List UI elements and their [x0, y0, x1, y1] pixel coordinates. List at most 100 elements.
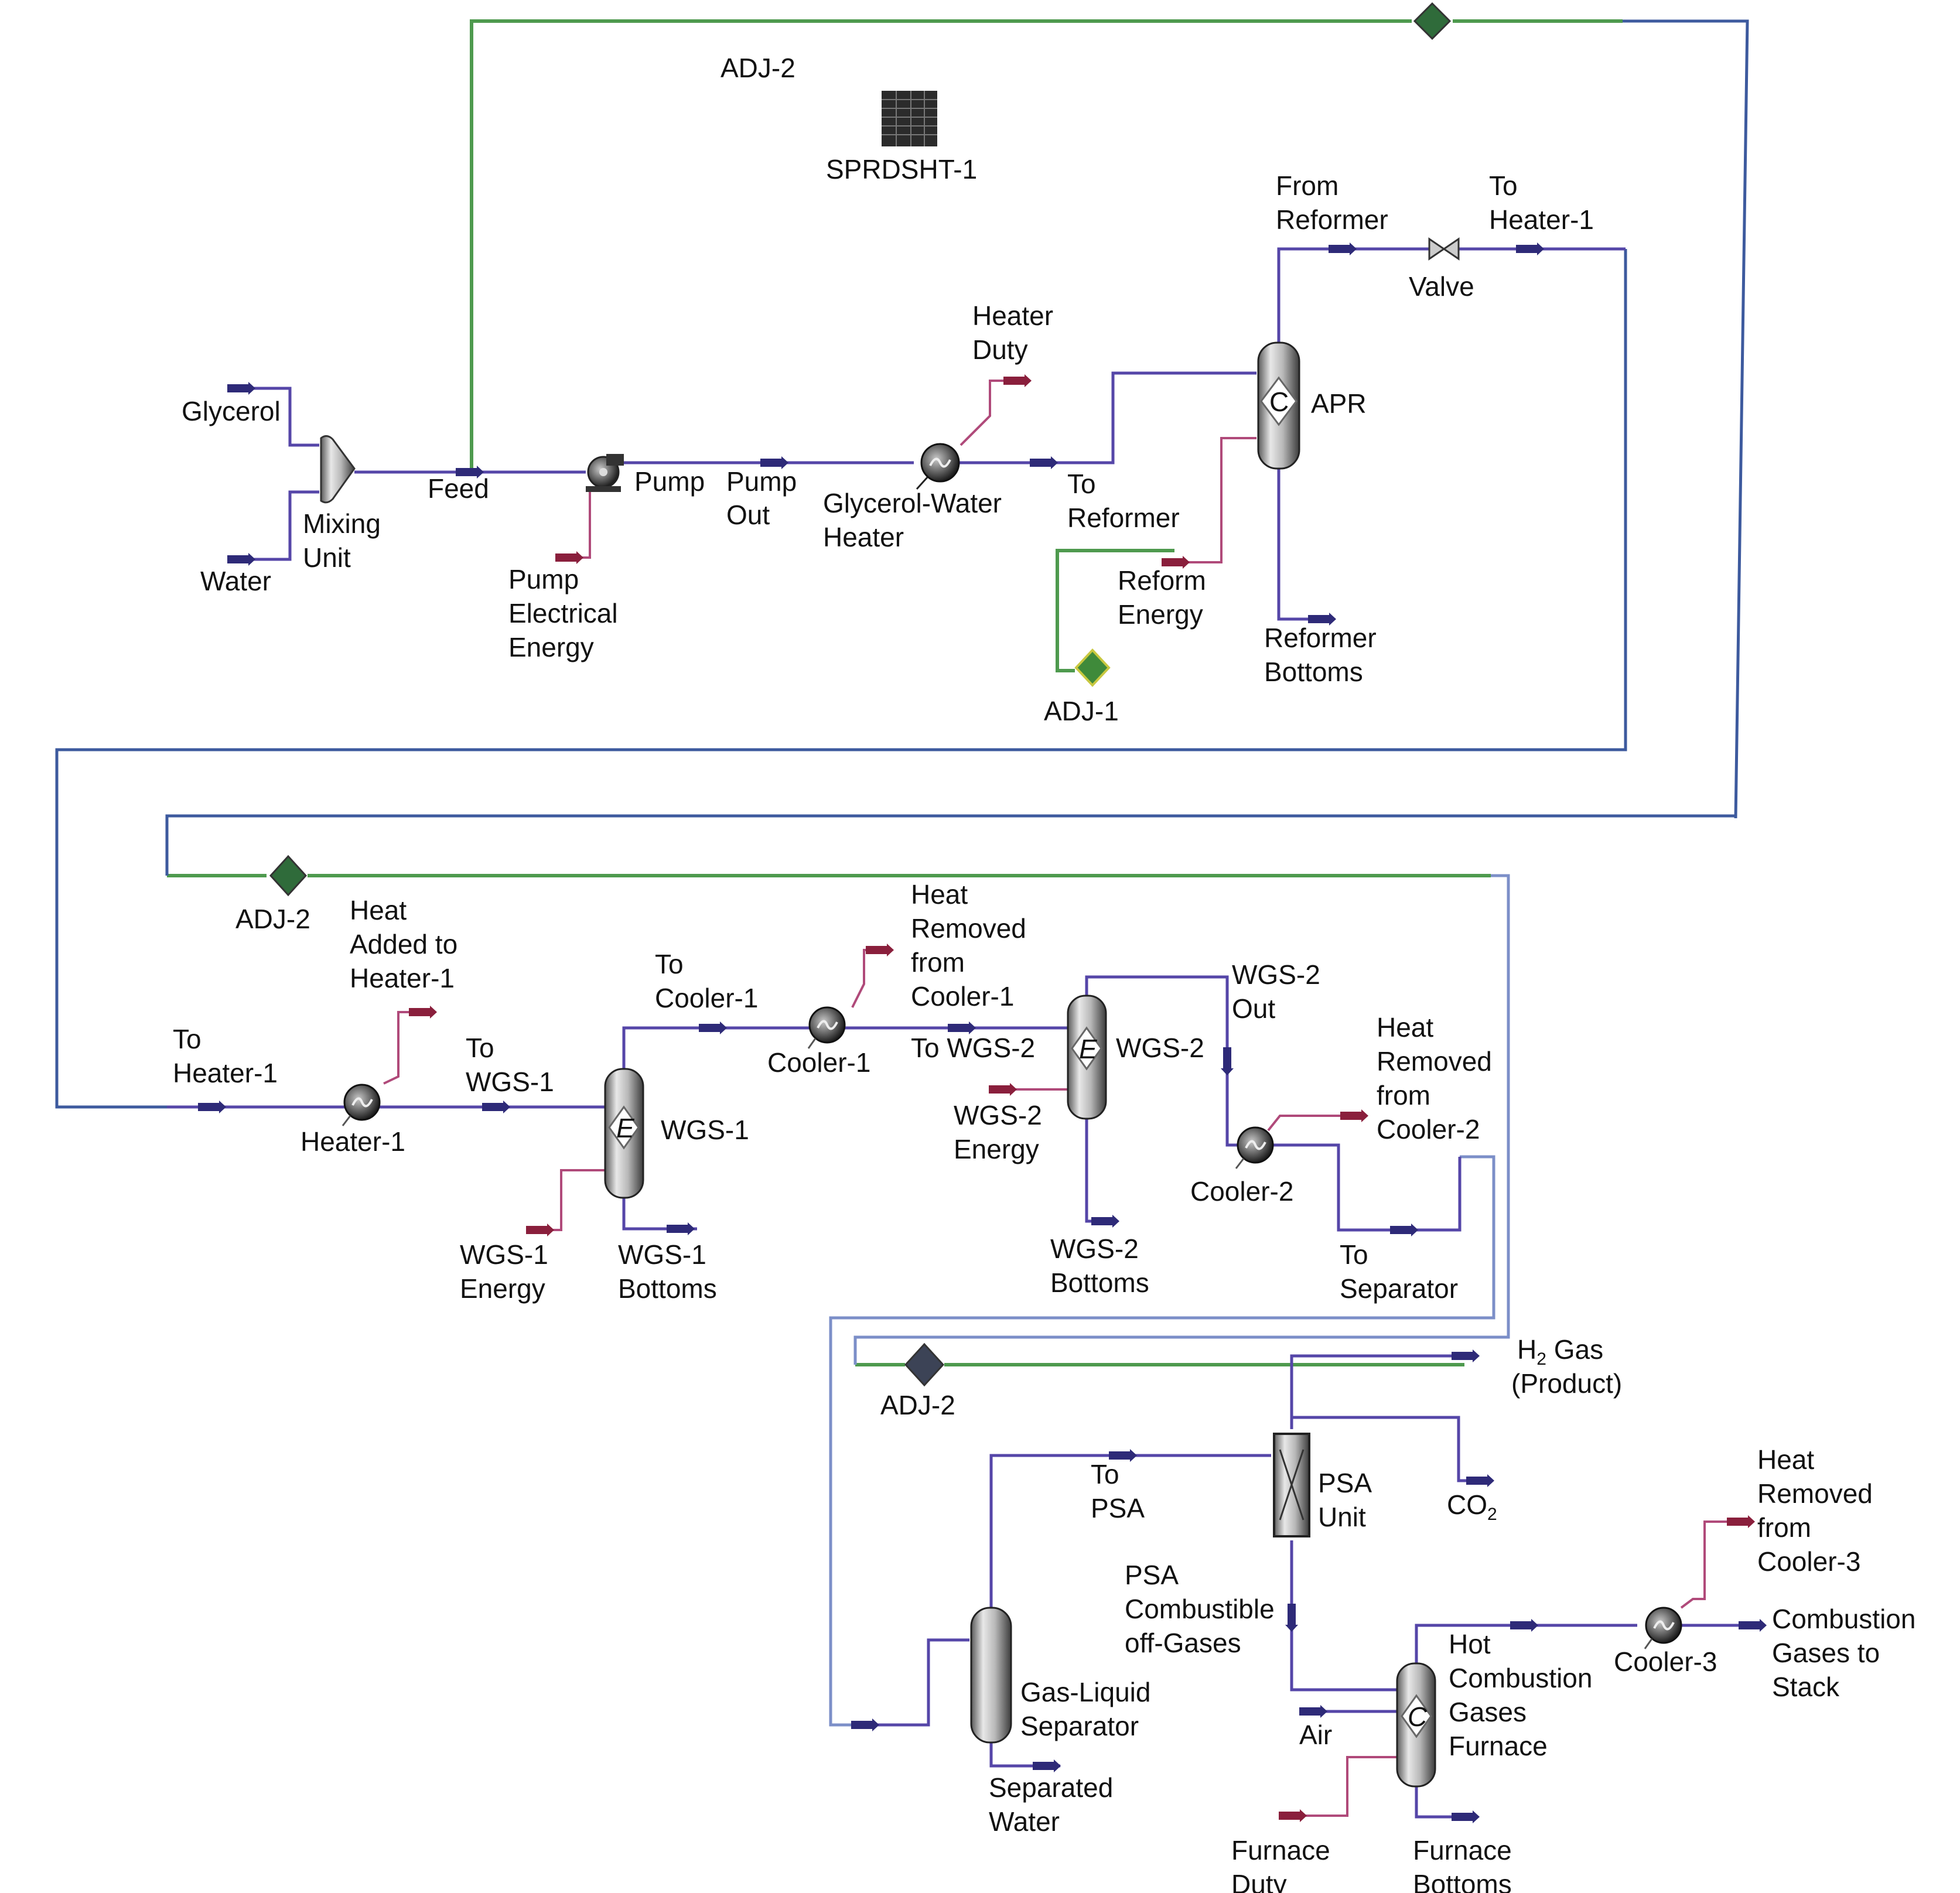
pump-energy-label-3: Energy	[508, 632, 594, 662]
h2-gas-label: H2 Gas	[1517, 1334, 1603, 1369]
pump-out-label-1: Pump	[726, 466, 797, 497]
heat-removed-c3-label-1: Heat	[1757, 1444, 1814, 1475]
to-cooler-1-label-1: To	[655, 949, 684, 979]
logic-signal-lines	[167, 19, 1623, 1366]
psa-offgas-label-2: Combustible	[1125, 1594, 1275, 1624]
heat-removed-c2-label-1: Heat	[1377, 1012, 1433, 1043]
heat-added-label-1: Heat	[350, 895, 407, 925]
wgs-2-bottoms-label-1: WGS-2	[1050, 1233, 1139, 1264]
adj-2-top-icon[interactable]	[1413, 2, 1452, 40]
to-psa-label-1: To	[1091, 1459, 1119, 1489]
cooler-1-icon[interactable]	[807, 1006, 846, 1049]
gw-heater-label-2: Heater	[823, 522, 904, 552]
stack-label-1: Combustion	[1772, 1604, 1915, 1634]
heater-1-icon[interactable]	[342, 1084, 381, 1126]
to-separator-label-1: To	[1340, 1239, 1368, 1270]
recycle-lines	[55, 19, 1749, 1727]
wgs-2-bottoms-label-2: Bottoms	[1050, 1267, 1149, 1298]
valve-icon[interactable]	[1428, 237, 1460, 261]
furnace-label-2: Combustion	[1449, 1663, 1592, 1693]
heat-removed-c3-label-4: Cooler-3	[1757, 1546, 1860, 1577]
mixer-icon[interactable]	[320, 435, 356, 504]
to-reformer-label-1: To	[1067, 469, 1096, 499]
adj-2-top-label: ADJ-2	[721, 53, 795, 83]
reformer-bottoms-label-2: Bottoms	[1264, 657, 1363, 687]
adj-1-icon[interactable]	[1074, 648, 1111, 687]
wgs-1-tag: E	[616, 1113, 635, 1143]
spreadsheet-icon[interactable]	[882, 91, 937, 146]
cooler-1-label: Cooler-1	[767, 1047, 870, 1078]
adj-2-bottom-label: ADJ-2	[880, 1390, 955, 1420]
wgs-2-out-label-2: Out	[1232, 993, 1275, 1024]
to-wgs-1-label-1: To	[466, 1033, 494, 1063]
furnace-label-1: Hot	[1449, 1629, 1491, 1659]
water-label: Water	[200, 566, 271, 596]
pump-out-label-2: Out	[726, 500, 770, 530]
heat-added-label-2: Added to	[350, 929, 457, 959]
heater-duty-label-2: Duty	[972, 334, 1028, 365]
wgs-2-reactor-icon[interactable]: E	[1067, 995, 1107, 1120]
wgs-2-tag: E	[1079, 1034, 1098, 1064]
psa-offgas-label-3: off-Gases	[1125, 1628, 1241, 1658]
h2-product-label: (Product)	[1511, 1368, 1622, 1399]
to-psa-label-2: PSA	[1091, 1493, 1145, 1523]
heat-removed-c1-label-1: Heat	[911, 879, 968, 910]
glycerol-label: Glycerol	[182, 396, 281, 426]
wgs-2-energy-label-1: WGS-2	[954, 1100, 1042, 1130]
wgs-1-energy-label-2: Energy	[460, 1273, 545, 1304]
adj-1-label: ADJ-1	[1044, 696, 1119, 726]
furnace-bottoms-label-1: Furnace	[1413, 1835, 1512, 1865]
spreadsheet-label: SPRDSHT-1	[826, 154, 977, 184]
to-heater-1-label-2: Heater-1	[173, 1058, 278, 1088]
furnace-bottoms-label-2: Bottoms	[1413, 1869, 1512, 1893]
gw-heater-label-1: Glycerol-Water	[823, 488, 1002, 518]
wgs-1-bottoms-label-1: WGS-1	[618, 1239, 706, 1270]
furnace-icon[interactable]: C	[1396, 1662, 1436, 1788]
to-heater-1-label-1: To	[173, 1024, 202, 1054]
furnace-tag: C	[1408, 1701, 1428, 1732]
wgs-1-reactor-icon[interactable]: E	[604, 1068, 644, 1199]
apr-reactor-icon[interactable]: C	[1257, 341, 1300, 470]
psa-unit-icon[interactable]	[1273, 1433, 1310, 1537]
separator-label-2: Separator	[1020, 1711, 1139, 1741]
reformer-bottoms-label-1: Reformer	[1264, 623, 1377, 653]
cooler-2-icon[interactable]	[1235, 1126, 1274, 1169]
stack-label-3: Stack	[1772, 1672, 1840, 1702]
wgs-2-label: WGS-2	[1116, 1033, 1204, 1063]
cooler-3-label: Cooler-3	[1614, 1646, 1717, 1677]
cooler-2-label: Cooler-2	[1190, 1176, 1293, 1207]
stack-label-2: Gases to	[1772, 1638, 1880, 1668]
glycerol-water-heater-icon[interactable]	[916, 443, 960, 490]
heat-removed-c3-label-2: Removed	[1757, 1478, 1873, 1509]
wgs-1-bottoms-label-2: Bottoms	[618, 1273, 717, 1304]
pump-energy-label-2: Electrical	[508, 598, 618, 628]
separated-water-label-1: Separated	[989, 1772, 1113, 1803]
furnace-label-4: Furnace	[1449, 1731, 1548, 1761]
co2-label: CO2	[1447, 1489, 1497, 1524]
wgs-2-out-label-1: WGS-2	[1232, 959, 1320, 990]
to-heater-1-top-label-1: To	[1489, 170, 1518, 201]
to-heater-1-top-label-2: Heater-1	[1489, 204, 1594, 235]
adj-2-mid-icon[interactable]	[269, 855, 308, 897]
pump-label: Pump	[634, 466, 705, 497]
to-wgs-1-label-2: WGS-1	[466, 1067, 554, 1097]
psa-label-2: Unit	[1318, 1502, 1366, 1532]
furnace-duty-label-1: Furnace	[1231, 1835, 1330, 1865]
heat-removed-c2-label-2: Removed	[1377, 1046, 1492, 1077]
to-wgs-2-label: To WGS-2	[911, 1033, 1035, 1063]
psa-label-1: PSA	[1318, 1468, 1372, 1498]
heat-removed-c1-label-3: from	[911, 947, 965, 978]
to-cooler-1-label-2: Cooler-1	[655, 983, 758, 1013]
cooler-3-icon[interactable]	[1644, 1607, 1682, 1649]
separated-water-label-2: Water	[989, 1806, 1060, 1837]
air-label: Air	[1299, 1720, 1332, 1750]
pump-icon[interactable]	[586, 454, 624, 492]
reform-energy-label-2: Energy	[1118, 599, 1203, 630]
adj-2-bottom-icon[interactable]	[904, 1342, 945, 1387]
heater-duty-label-1: Heater	[972, 300, 1053, 331]
gas-liquid-separator-icon[interactable]	[970, 1607, 1012, 1744]
heat-removed-c2-label-3: from	[1377, 1080, 1430, 1110]
furnace-label-3: Gases	[1449, 1697, 1527, 1727]
wgs-1-label: WGS-1	[661, 1115, 749, 1145]
heat-added-label-3: Heater-1	[350, 963, 455, 993]
